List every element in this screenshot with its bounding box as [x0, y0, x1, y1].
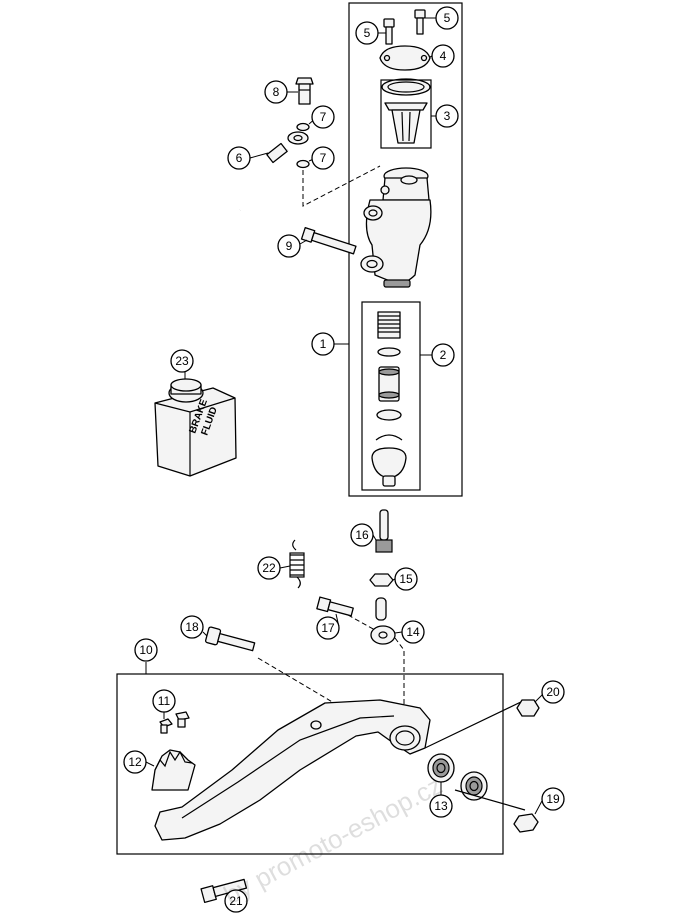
callout-4: 4 [431, 44, 455, 68]
reservoir-cover-part-4 [379, 45, 431, 71]
brake-pedal-frame [116, 673, 504, 855]
bolt-alignment-line [347, 614, 376, 631]
axle-line [424, 699, 526, 811]
callout-1-label: 1 [320, 337, 327, 351]
callout-6: 6 [227, 146, 251, 170]
callout-16: 16 [350, 523, 374, 547]
brake-hose-part-6 [238, 131, 309, 211]
callout-5-left-label: 5 [364, 26, 371, 40]
callout-23-label: 23 [175, 354, 189, 368]
callout-10-label: 10 [139, 643, 153, 657]
bearings-part-13 [427, 753, 488, 801]
nut-part-20 [516, 699, 540, 717]
callout-23: 23 [170, 349, 194, 373]
brake-pedal-lever [154, 699, 431, 841]
nut-part-19 [513, 813, 539, 833]
mounting-bolt-part-9 [300, 226, 357, 255]
callout-22: 22 [257, 556, 281, 580]
hose-alignment-line [302, 165, 381, 207]
callout-15-label: 15 [399, 572, 413, 586]
callout-20-label: 20 [546, 685, 560, 699]
clevis-part-14 [370, 597, 396, 645]
callout-5-right-label: 5 [444, 11, 451, 25]
callout-8-label: 8 [273, 85, 280, 99]
screw-part-5-left [383, 18, 395, 45]
clevis-alignment-line [394, 637, 405, 712]
callout-10: 10 [134, 638, 158, 662]
callout-7-upper-label: 7 [320, 110, 327, 124]
return-spring-part-22 [289, 539, 305, 589]
callout-21: 21 [224, 889, 248, 913]
piston-kit-part-2 [371, 311, 407, 487]
callout-16-label: 16 [355, 528, 369, 542]
callout-22-label: 22 [262, 561, 276, 575]
callout-5-right: 5 [435, 6, 459, 30]
callout-18: 18 [180, 615, 204, 639]
callout-17-label: 17 [321, 621, 335, 635]
nut-part-15 [369, 573, 394, 587]
callout-3-label: 3 [444, 109, 451, 123]
callout-9-label: 9 [286, 239, 293, 253]
callout-7-upper: 7 [311, 105, 335, 129]
callout-12-label: 12 [128, 755, 142, 769]
callout-5-left: 5 [355, 21, 379, 45]
callout-11-label: 11 [158, 694, 171, 708]
pushrod-part-16 [375, 509, 393, 553]
callout-13-label: 13 [434, 799, 448, 813]
callout-12: 12 [123, 750, 147, 774]
callout-14-label: 14 [406, 625, 420, 639]
bolt-part-17 [316, 596, 354, 617]
callout-19: 19 [541, 787, 565, 811]
pivot-bolt-part-18 [204, 626, 256, 652]
callout-20: 20 [541, 680, 565, 704]
screw-part-5-right [414, 9, 426, 35]
callout-11: 11 [152, 689, 176, 713]
callout-13: 13 [429, 794, 453, 818]
screws-part-11 [159, 711, 190, 734]
callout-3: 3 [435, 104, 459, 128]
seal-ring-part-7-lower [296, 159, 310, 169]
callout-14: 14 [401, 620, 425, 644]
callout-21-label: 21 [229, 894, 243, 908]
callout-1: 1 [311, 332, 335, 356]
reservoir-insert-part-3 [380, 78, 432, 149]
callout-17: 17 [316, 616, 340, 640]
callout-8: 8 [264, 80, 288, 104]
callout-4-label: 4 [440, 49, 447, 63]
callout-2: 2 [431, 343, 455, 367]
master-cylinder-body [360, 167, 432, 288]
callout-2-label: 2 [440, 348, 447, 362]
callout-7-lower-label: 7 [320, 151, 327, 165]
brake-fluid-can-part-23: BRAKE FLUID [154, 378, 237, 477]
pedal-step-part-12 [151, 749, 196, 791]
callout-15: 15 [394, 567, 418, 591]
callout-7-lower: 7 [311, 146, 335, 170]
repair-kit-frame [361, 301, 421, 491]
seal-ring-part-7-upper [296, 122, 310, 132]
banjo-bolt-part-8 [295, 77, 314, 105]
callout-19-label: 19 [546, 792, 560, 806]
callout-9: 9 [277, 234, 301, 258]
callout-6-label: 6 [236, 151, 243, 165]
callout-18-label: 18 [185, 620, 199, 634]
